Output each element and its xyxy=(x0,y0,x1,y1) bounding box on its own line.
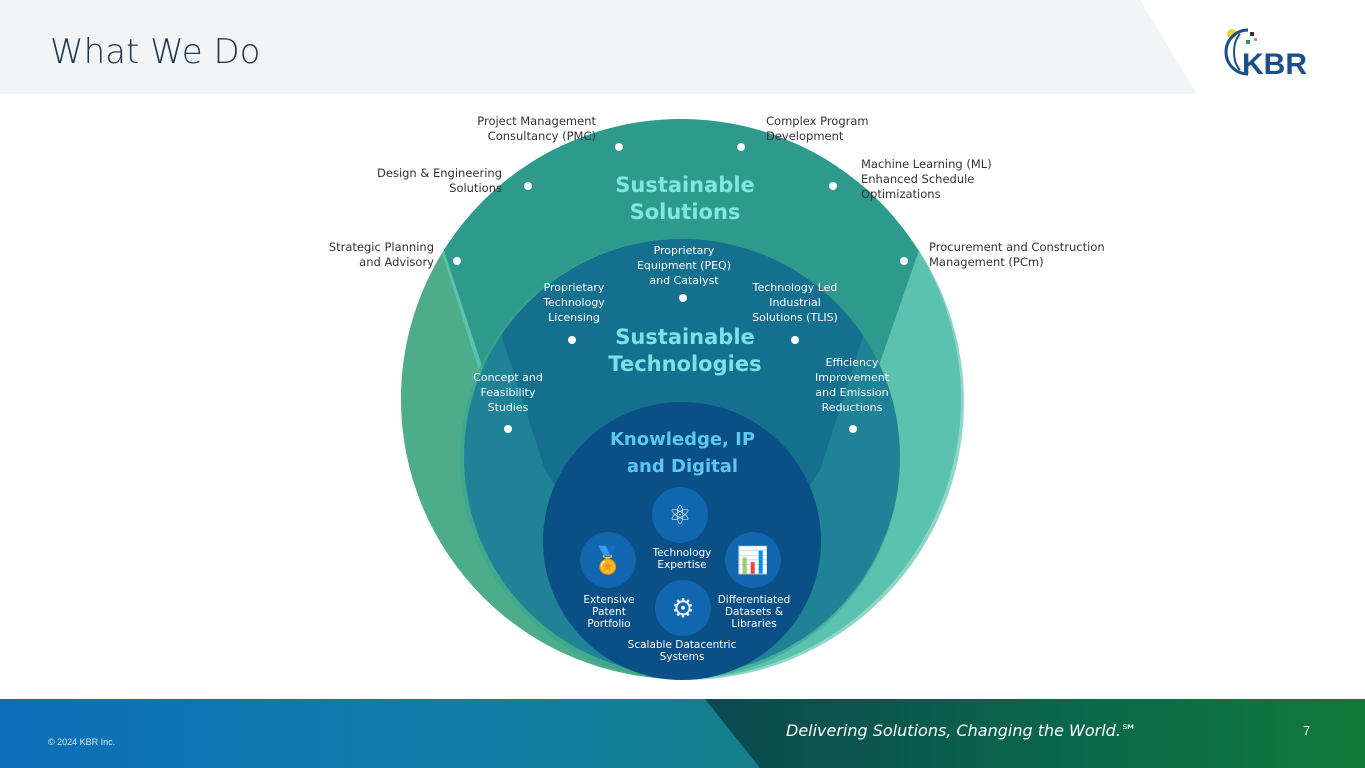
middle-title: Sustainable Technologies xyxy=(608,325,762,376)
marker-dot xyxy=(568,336,576,344)
middle-item-efficiency: Efficiency Improvement and Emission Redu… xyxy=(815,356,889,414)
middle-item-peq: Proprietary Equipment (PEQ) and Catalyst xyxy=(636,244,732,287)
middle-item-licensing: Proprietary Technology Licensing xyxy=(543,281,605,324)
outer-item-procurement: Procurement and Construction Management … xyxy=(929,240,1105,269)
outer-item-pmc: Project Management Consultancy (PMC) xyxy=(477,114,596,143)
outer-item-strategic-planning: Strategic Planning and Advisory xyxy=(328,240,434,269)
outer-item-ml-schedule: Machine Learning (ML) Enhanced Schedule … xyxy=(861,157,992,201)
marker-dot xyxy=(849,425,857,433)
marker-dot xyxy=(900,257,908,265)
inner-item-technology-expertise: Technology Expertise xyxy=(652,547,712,571)
footer-band: © 2024 KBR Inc. Delivering Solutions, Ch… xyxy=(0,699,1365,768)
concentric-diagram xyxy=(401,119,964,680)
marker-dot xyxy=(453,257,461,265)
footer-dark-panel xyxy=(705,699,1365,768)
page-title: What We Do xyxy=(50,32,261,72)
outer-item-complex-program: Complex Program Development xyxy=(766,114,869,143)
marker-dot xyxy=(791,336,799,344)
middle-item-tlis: Technology Led Industrial Solutions (TLI… xyxy=(752,281,838,324)
gear-screen-icon: ⚙ xyxy=(655,580,711,636)
svg-text:KBR: KBR xyxy=(1242,48,1307,80)
inner-title: Knowledge, IP and Digital xyxy=(609,429,756,477)
outer-left-wedge xyxy=(401,120,682,679)
middle-item-feasibility: Concept and Feasibility Studies xyxy=(473,371,543,414)
page-number: 7 xyxy=(1303,723,1311,738)
marker-dot xyxy=(737,143,745,151)
kbr-logo: KBR xyxy=(1222,24,1322,81)
inner-item-patent-portfolio: Extensive Patent Portfolio xyxy=(583,594,635,630)
marker-dot xyxy=(615,143,623,151)
inner-item-datacentric: Scalable Datacentric Systems xyxy=(627,639,737,663)
header-band xyxy=(0,0,1365,94)
medal-icon: 🏅 xyxy=(580,532,636,588)
copyright: © 2024 KBR Inc. xyxy=(48,737,116,747)
atom-monitor-icon: ⚛ xyxy=(652,487,708,543)
header-background xyxy=(0,0,1197,94)
outer-title: Sustainable Solutions xyxy=(615,173,755,224)
marker-dot xyxy=(829,182,837,190)
outer-item-design-engineering: Design & Engineering Solutions xyxy=(377,166,502,195)
inner-item-datasets: Differentiated Datasets & Libraries xyxy=(717,594,791,630)
data-chart-icon: 📊 xyxy=(725,532,781,588)
tagline: Delivering Solutions, Changing the World… xyxy=(786,721,1138,740)
marker-dot xyxy=(524,182,532,190)
marker-dot xyxy=(679,294,687,302)
marker-dot xyxy=(504,425,512,433)
